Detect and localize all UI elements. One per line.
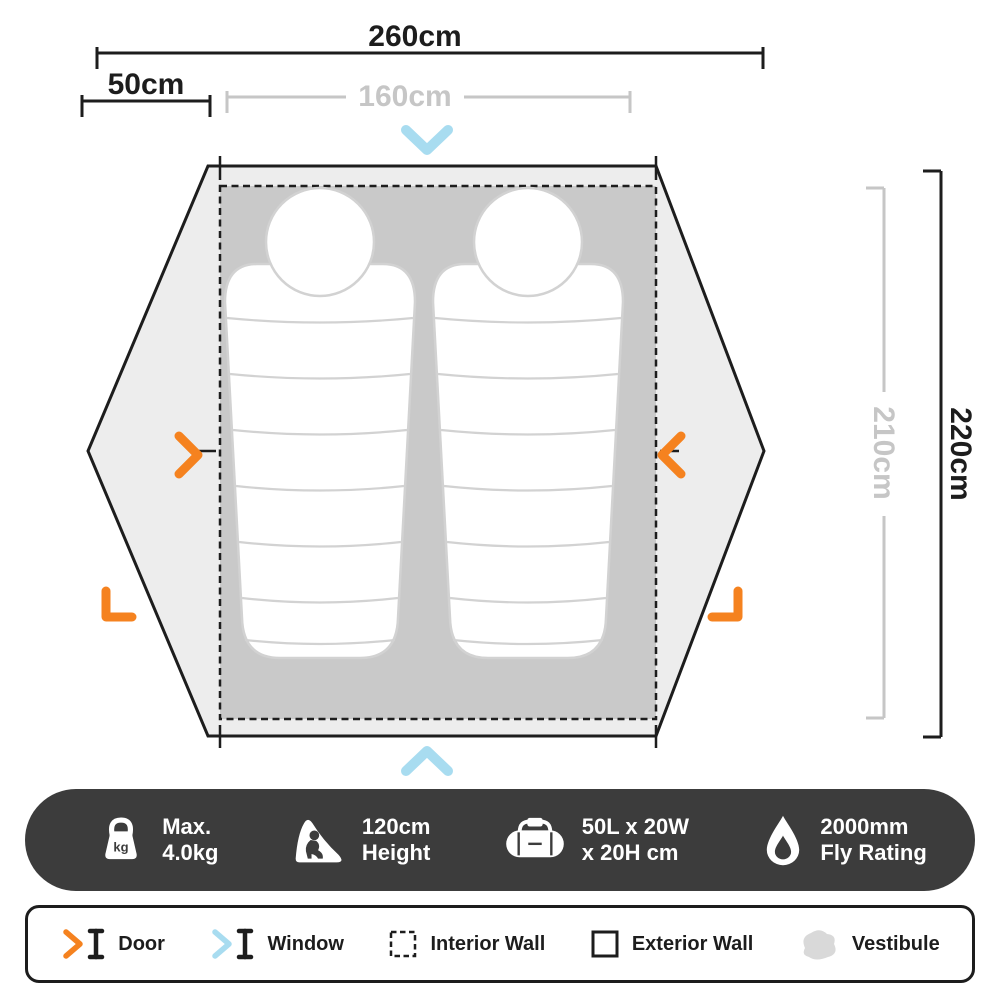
dim-width-interior: 160cm	[225, 80, 632, 113]
dim-label-width-total: 260cm	[368, 20, 461, 53]
vestibule-door-corner-right	[707, 586, 743, 622]
sleeping-bag-right	[431, 186, 625, 660]
dim-height-total: 220cm	[923, 169, 977, 739]
spec-packed-line2: x 20H cm	[581, 840, 679, 865]
dim-label-height-interior: 210cm	[867, 406, 900, 499]
sleeping-bag-hood	[264, 186, 376, 298]
legend-item-exterior-wall: Exterior Wall	[590, 929, 754, 959]
dim-label-width-vestibule: 50cm	[108, 68, 185, 101]
dim-width-vestibule: 50cm	[80, 68, 212, 117]
window-arrow-top	[401, 125, 453, 155]
spec-bar: kg Max. 4.0kg 120cm Height	[25, 789, 975, 891]
dim-width-total: 260cm	[95, 20, 765, 69]
legend-item-vestibule: Vestibule	[798, 927, 940, 961]
vestibule-icon	[803, 930, 836, 960]
door-icon	[63, 928, 105, 960]
spec-item-packed-size: 50L x 20W x 20H cm	[503, 814, 689, 866]
legend-label-exterior-wall: Exterior Wall	[631, 932, 754, 955]
vestibule-door-corner-left	[101, 586, 137, 622]
exterior-wall-icon	[591, 930, 619, 958]
spec-fly-line1: 2000mm	[820, 814, 909, 839]
legend-item-interior-wall: Interior Wall	[388, 929, 545, 959]
legend-bar: Door Window Interior Wall Exterior Wall	[25, 905, 975, 983]
spec-packed-line1: 50L x 20W	[581, 814, 690, 839]
spec-item-height: 120cm Height	[291, 813, 431, 867]
spec-fly-line2: Fly Rating	[820, 840, 927, 865]
legend-item-door: Door	[60, 926, 165, 962]
legend-item-window: Window	[209, 926, 344, 962]
dim-label-width-interior: 160cm	[358, 80, 451, 113]
spec-item-fly-rating: 2000mm Fly Rating	[761, 813, 927, 867]
spec-height-line1: 120cm	[361, 814, 431, 839]
legend-label-door: Door	[118, 932, 165, 955]
fly-rating-icon	[767, 815, 800, 866]
spec-item-weight: kg Max. 4.0kg	[95, 814, 218, 866]
dim-height-interior: 210cm	[866, 186, 900, 720]
svg-text:kg: kg	[114, 839, 129, 854]
sleeping-bag-hood	[472, 186, 584, 298]
weight-icon: kg	[105, 817, 137, 860]
dim-label-height-total: 220cm	[944, 407, 977, 500]
legend-label-window: Window	[267, 932, 344, 955]
interior-wall-icon	[390, 930, 417, 958]
sleeping-bag-left	[223, 186, 417, 660]
spec-height-line2: Height	[361, 840, 431, 865]
spec-weight-line1: Max.	[162, 814, 212, 839]
window-icon	[212, 928, 254, 960]
legend-label-interior-wall: Interior Wall	[430, 932, 546, 955]
door-arrow-right	[657, 431, 686, 479]
tent-floorplan-diagram: 260cm 50cm 160cm 210cm	[80, 20, 977, 776]
spec-weight-line2: 4.0kg	[162, 840, 219, 865]
packed-size-icon	[505, 817, 564, 858]
height-icon	[295, 819, 342, 863]
legend-label-vestibule: Vestibule	[851, 932, 940, 955]
window-arrow-bottom	[401, 746, 453, 776]
door-arrow-left	[174, 431, 203, 479]
